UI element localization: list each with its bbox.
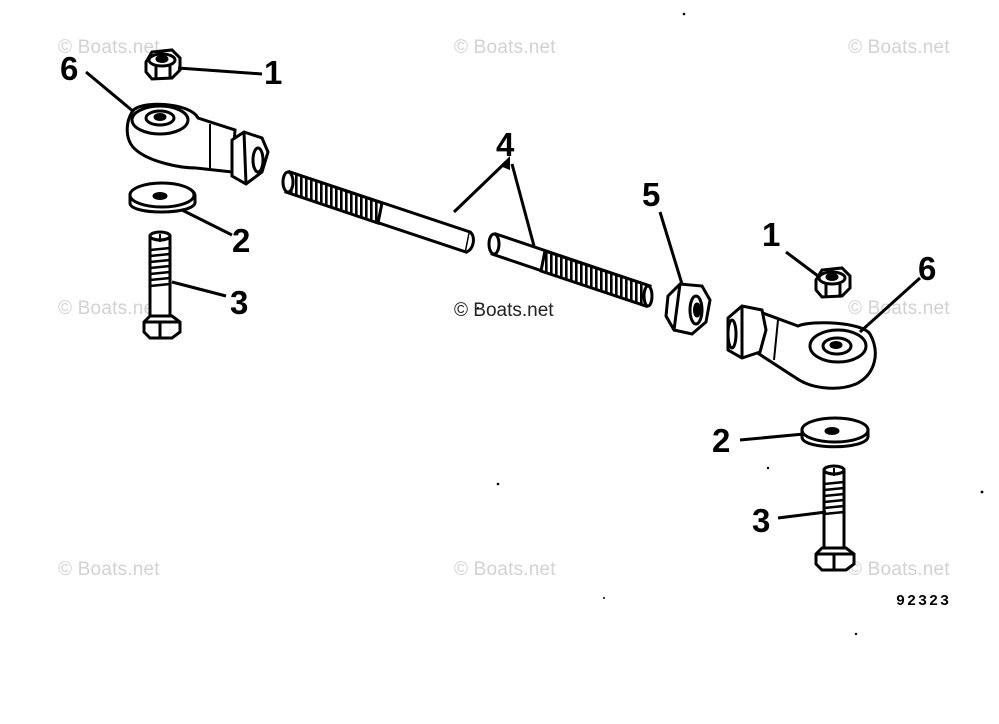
leader-line bbox=[181, 208, 233, 237]
washer-right bbox=[800, 416, 870, 449]
watermark: © Boats.net bbox=[848, 37, 950, 58]
callout-number: 4 bbox=[496, 126, 515, 163]
bolt-left bbox=[142, 230, 182, 340]
leader-line bbox=[510, 163, 536, 247]
leader-line bbox=[739, 432, 805, 442]
callout-number: 6 bbox=[60, 50, 79, 87]
scan-specks bbox=[477, 12, 984, 636]
rod-end-right bbox=[726, 304, 877, 390]
lock-nut-left bbox=[144, 48, 182, 81]
washer-left bbox=[128, 181, 197, 214]
callout-number: 2 bbox=[712, 422, 731, 459]
callout-number: 5 bbox=[642, 176, 661, 213]
callout-number: 6 bbox=[918, 250, 937, 287]
watermark: © Boats.net bbox=[454, 559, 556, 580]
watermark: © Boats.net bbox=[848, 298, 950, 319]
callout-number: 3 bbox=[230, 284, 249, 321]
adjusting-rod-left-half bbox=[281, 170, 475, 254]
leader-line bbox=[177, 66, 263, 76]
leader-line bbox=[171, 280, 227, 298]
leader-line bbox=[452, 160, 508, 214]
callout-number: 2 bbox=[232, 222, 251, 259]
callout-number: 1 bbox=[264, 54, 283, 91]
watermark: © Boats.net bbox=[58, 298, 160, 319]
watermark: © Boats.net bbox=[848, 559, 950, 580]
bolt-right bbox=[814, 464, 856, 572]
watermark: © Boats.net bbox=[454, 37, 556, 58]
jam-nut bbox=[664, 282, 712, 336]
lock-nut-right bbox=[814, 266, 852, 299]
document-number: 92323 bbox=[896, 593, 952, 610]
leader-line bbox=[858, 276, 922, 334]
watermark: © Boats.net bbox=[58, 559, 160, 580]
callout-number: 1 bbox=[762, 216, 781, 253]
watermark: © Boats.net bbox=[58, 37, 160, 58]
leader-line bbox=[777, 510, 827, 520]
watermark-center: © Boats.net bbox=[454, 300, 554, 321]
callout-number: 3 bbox=[752, 502, 771, 539]
leader-line bbox=[658, 211, 684, 285]
rod-end-left bbox=[125, 102, 270, 186]
adjusting-rod-right-half bbox=[487, 232, 654, 308]
leader-line bbox=[785, 250, 819, 278]
leader-line bbox=[85, 70, 135, 114]
